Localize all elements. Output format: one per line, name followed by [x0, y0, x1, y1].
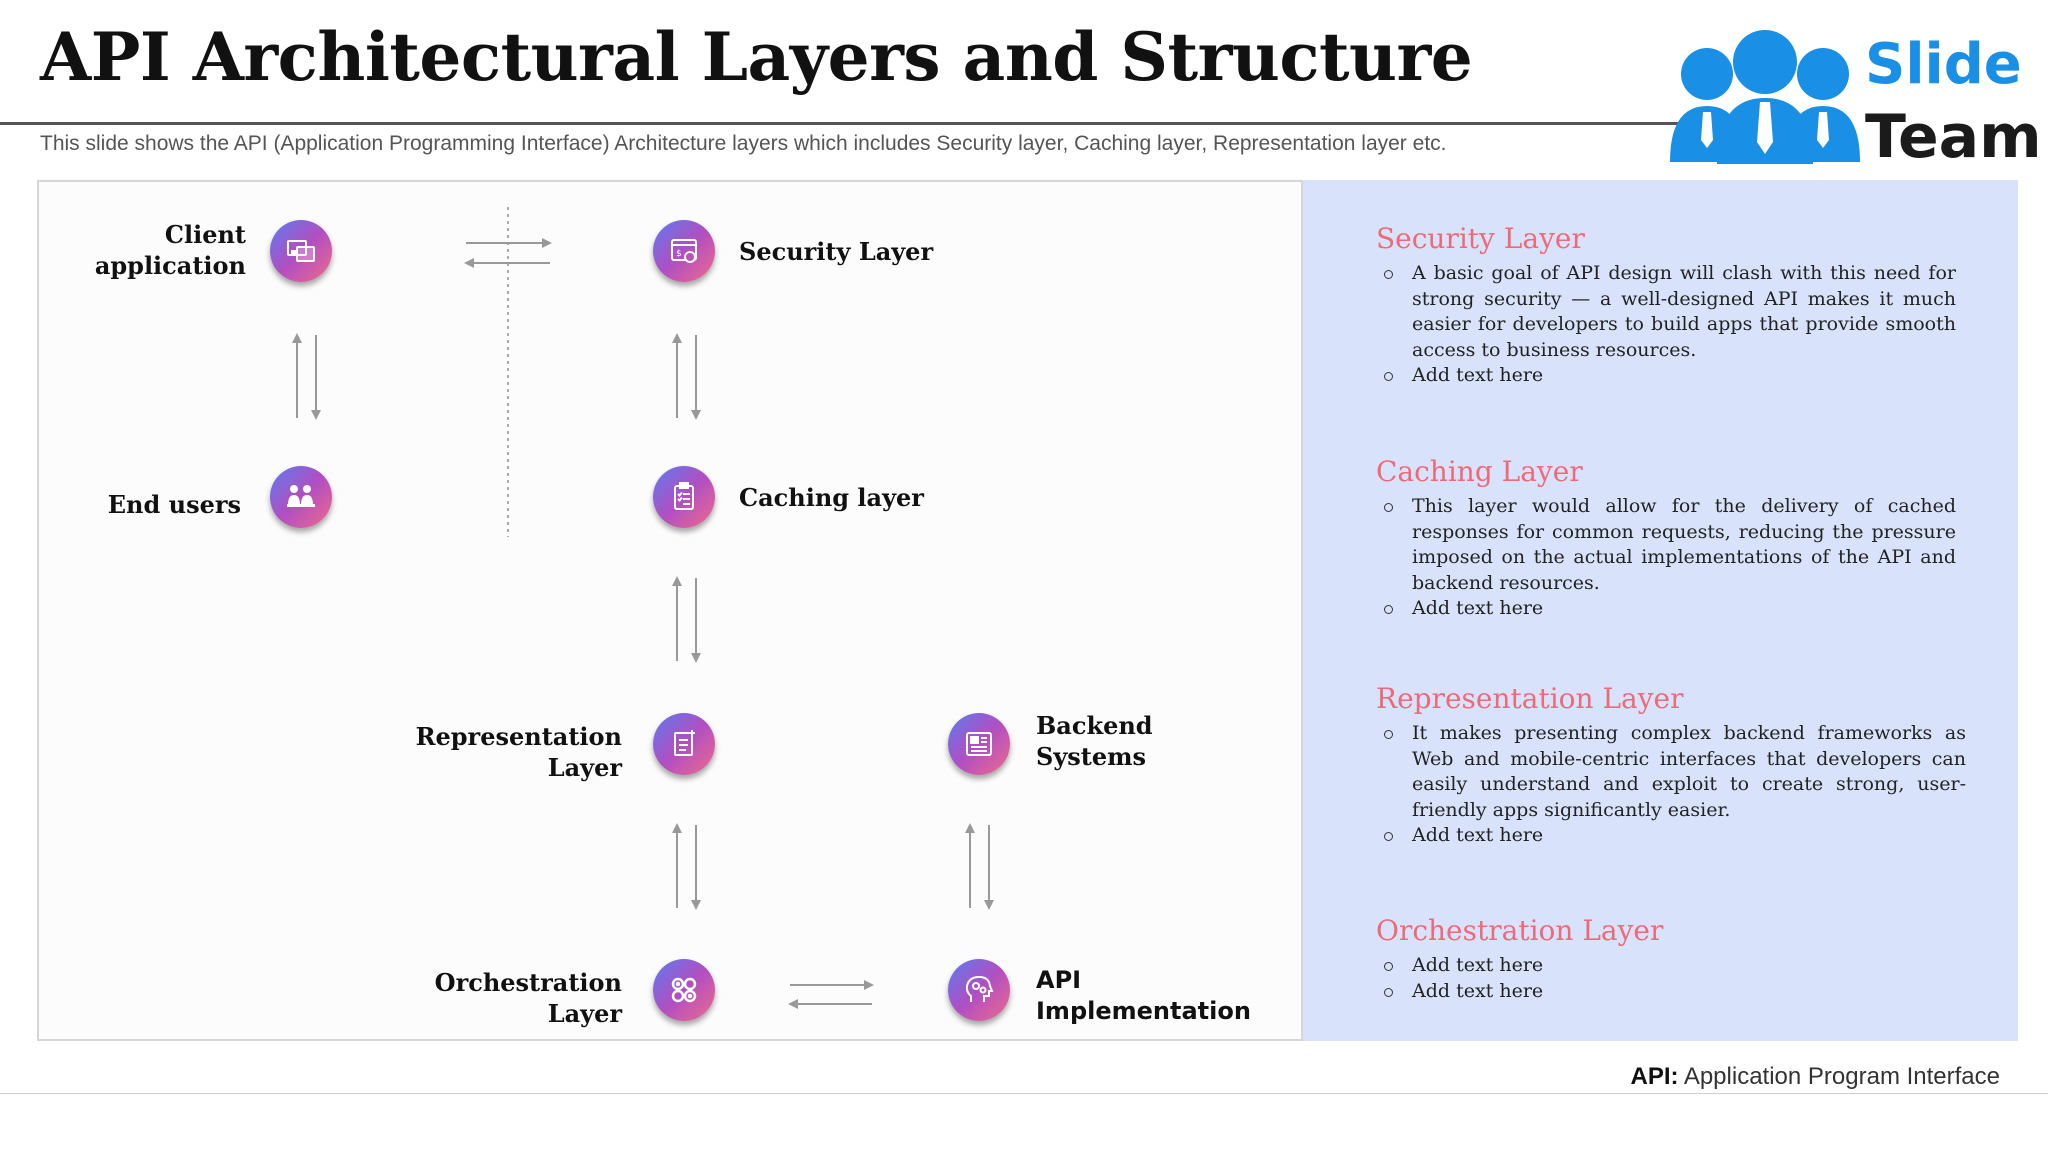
representation-layer-label-line1: Representation: [415, 722, 622, 751]
orchestration-layer-label-line1: Orchestration: [434, 968, 622, 997]
footnote-text: Application Program Interface: [1683, 1063, 2000, 1090]
footer-divider: [0, 1093, 2048, 1094]
orchestration-layer-section: Orchestration Layer Add text here Add te…: [1376, 914, 1956, 1004]
document-icon: [653, 713, 715, 775]
api-implementation-label: API Implementation: [1036, 965, 1251, 1027]
secure-browser-icon: $: [653, 220, 715, 282]
bullet-item: This layer would allow for the delivery …: [1376, 494, 1956, 596]
page-title: API Architectural Layers and Structure: [40, 18, 1473, 96]
caching-layer-label: Caching layer: [739, 483, 924, 512]
logo-text-team: Team: [1865, 102, 2042, 172]
footnote-abbr: API:: [1630, 1063, 1679, 1090]
section-title: Caching Layer: [1376, 455, 1583, 488]
bullet-item: Add text here: [1376, 953, 1956, 979]
footnote: API: Application Program Interface: [1630, 1063, 2000, 1091]
api-implementation-label-line1: API: [1036, 966, 1082, 994]
people-icon: [1670, 30, 1860, 164]
orchestration-layer-label-line2: Layer: [547, 999, 622, 1028]
page-subtitle: This slide shows the API (Application Pr…: [40, 132, 1447, 155]
clipboard-checklist-icon: [653, 466, 715, 528]
bullet-list: Add text here Add text here: [1376, 953, 1956, 1004]
section-title: Representation Layer: [1376, 682, 1684, 715]
description-panel: [1303, 180, 2018, 1041]
bullet-item: Add text here: [1376, 596, 1956, 622]
backend-systems-label: Backend Systems: [1036, 710, 1153, 772]
backend-systems-label-line2: Systems: [1036, 742, 1147, 771]
bullet-item: Add text here: [1376, 363, 1956, 389]
gears-icon: [653, 959, 715, 1021]
logo-text-slide: Slide: [1865, 32, 2022, 97]
security-layer-section: Security Layer A basic goal of API desig…: [1376, 222, 1956, 389]
representation-layer-label-line2: Layer: [547, 753, 622, 782]
diagram-area: [37, 180, 1303, 1041]
browser-window-icon: [270, 220, 332, 282]
representation-layer-section: Representation Layer It makes presenting…: [1376, 682, 1966, 849]
backend-systems-label-line1: Backend: [1036, 711, 1153, 740]
section-title: Orchestration Layer: [1376, 914, 1664, 947]
title-divider: [0, 122, 1680, 125]
users-at-desk-icon: [270, 466, 332, 528]
client-application-label-line1: Client: [164, 220, 246, 249]
head-gears-icon: [948, 959, 1010, 1021]
bullet-list: This layer would allow for the delivery …: [1376, 494, 1956, 622]
bullet-item: A basic goal of API design will clash wi…: [1376, 261, 1956, 363]
client-application-label-line2: application: [94, 251, 246, 280]
bullet-list: A basic goal of API design will clash wi…: [1376, 261, 1956, 389]
security-layer-label: Security Layer: [739, 237, 934, 266]
bullet-item: It makes presenting complex backend fram…: [1376, 721, 1966, 823]
slideteam-logo: Slide Team: [1665, 22, 2042, 172]
article-icon: [948, 713, 1010, 775]
bullet-item: Add text here: [1376, 823, 1956, 849]
api-implementation-label-line2: Implementation: [1036, 997, 1251, 1025]
client-application-label: Client application: [95, 219, 246, 281]
svg-text:$: $: [676, 249, 682, 259]
caching-layer-section: Caching Layer This layer would allow for…: [1376, 455, 1956, 622]
end-users-label: End users: [107, 490, 241, 519]
bullet-list: It makes presenting complex backend fram…: [1376, 721, 1966, 849]
orchestration-layer-label: Orchestration Layer: [435, 967, 622, 1029]
representation-layer-label: Representation Layer: [416, 721, 622, 783]
section-title: Security Layer: [1376, 222, 1585, 255]
bullet-item: Add text here: [1376, 979, 1956, 1005]
